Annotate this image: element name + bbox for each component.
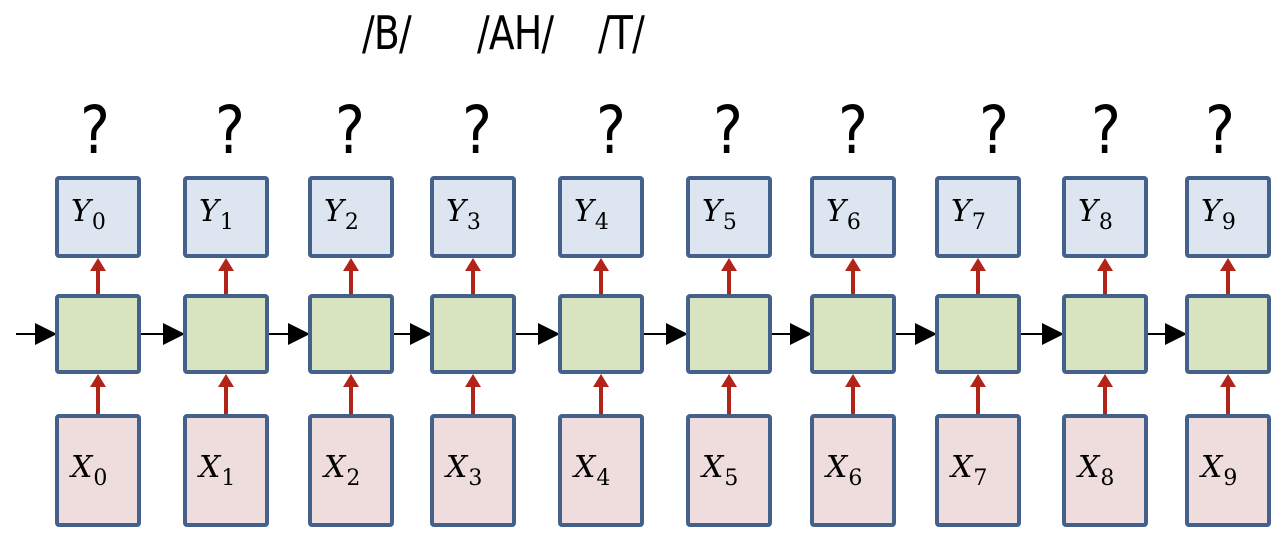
output-label-y5: Y5 bbox=[702, 194, 737, 235]
input-label-x9: X9 bbox=[1201, 450, 1238, 491]
recurrent-arrow-2 bbox=[269, 323, 310, 345]
hidden-to-output-arrow-0 bbox=[90, 258, 106, 296]
output-label-y9: Y9 bbox=[1201, 194, 1236, 235]
hidden-state-box-0 bbox=[55, 294, 141, 374]
output-box-y5 bbox=[686, 176, 772, 258]
prediction-question-mark-6: ? bbox=[838, 92, 868, 169]
input-box-x7 bbox=[935, 414, 1021, 527]
phoneme-label-ah: /AH/ bbox=[477, 6, 554, 60]
input-to-hidden-arrow-6 bbox=[845, 374, 861, 416]
phoneme-label-t: /T/ bbox=[598, 6, 645, 60]
hidden-state-box-3 bbox=[430, 294, 516, 374]
input-to-hidden-arrow-0 bbox=[90, 374, 106, 416]
input-to-hidden-arrow-3 bbox=[465, 374, 481, 416]
prediction-question-mark-2: ? bbox=[335, 92, 365, 169]
prediction-question-mark-7: ? bbox=[979, 92, 1009, 169]
hidden-state-box-7 bbox=[935, 294, 1021, 374]
hidden-state-box-4 bbox=[558, 294, 644, 374]
prediction-question-mark-0: ? bbox=[80, 92, 110, 169]
recurrent-arrow-3 bbox=[394, 323, 432, 345]
hidden-state-box-2 bbox=[308, 294, 394, 374]
output-label-y7: Y7 bbox=[951, 194, 986, 235]
hidden-state-box-9 bbox=[1185, 294, 1271, 374]
output-label-y0: Y0 bbox=[71, 194, 106, 235]
hidden-to-output-arrow-9 bbox=[1220, 258, 1236, 296]
input-to-hidden-arrow-1 bbox=[218, 374, 234, 416]
input-to-hidden-arrow-9 bbox=[1220, 374, 1236, 416]
recurrent-arrow-9 bbox=[1148, 323, 1187, 345]
output-label-y2: Y2 bbox=[324, 194, 359, 235]
hidden-to-output-arrow-8 bbox=[1097, 258, 1113, 296]
hidden-to-output-arrow-3 bbox=[465, 258, 481, 296]
output-label-y6: Y6 bbox=[826, 194, 861, 235]
prediction-question-mark-1: ? bbox=[215, 92, 245, 169]
input-box-x3 bbox=[430, 414, 516, 527]
prediction-question-mark-8: ? bbox=[1091, 92, 1121, 169]
recurrent-arrow-7 bbox=[896, 323, 937, 345]
output-label-y1: Y1 bbox=[199, 194, 234, 235]
input-label-x3: X3 bbox=[446, 450, 483, 491]
output-box-y7 bbox=[935, 176, 1021, 258]
hidden-to-output-arrow-4 bbox=[593, 258, 609, 296]
input-label-x1: X1 bbox=[199, 450, 236, 491]
output-label-y3: Y3 bbox=[446, 194, 481, 235]
output-box-y2 bbox=[308, 176, 394, 258]
recurrent-arrow-4 bbox=[516, 323, 560, 345]
output-label-y4: Y4 bbox=[574, 194, 609, 235]
hidden-to-output-arrow-7 bbox=[970, 258, 986, 296]
output-box-y9 bbox=[1185, 176, 1271, 258]
output-label-y8: Y8 bbox=[1078, 194, 1113, 235]
phoneme-labels: /B/ /AH/ /T/ bbox=[0, 6, 1286, 66]
hidden-state-box-1 bbox=[183, 294, 269, 374]
phoneme-label-b: /B/ bbox=[362, 6, 412, 60]
input-to-hidden-arrow-5 bbox=[721, 374, 737, 416]
input-label-x2: X2 bbox=[324, 450, 361, 491]
prediction-question-mark-9: ? bbox=[1205, 92, 1235, 169]
input-label-x5: X5 bbox=[702, 450, 739, 491]
hidden-to-output-arrow-5 bbox=[721, 258, 737, 296]
hidden-state-box-5 bbox=[686, 294, 772, 374]
output-box-y3 bbox=[430, 176, 516, 258]
input-box-x5 bbox=[686, 414, 772, 527]
output-box-y8 bbox=[1062, 176, 1148, 258]
recurrent-arrow-6 bbox=[772, 323, 812, 345]
input-box-x1 bbox=[183, 414, 269, 527]
hidden-to-output-arrow-6 bbox=[845, 258, 861, 296]
output-box-y6 bbox=[810, 176, 896, 258]
input-label-x0: X0 bbox=[71, 450, 108, 491]
input-label-x8: X8 bbox=[1078, 450, 1115, 491]
input-to-hidden-arrow-4 bbox=[593, 374, 609, 416]
input-box-x8 bbox=[1062, 414, 1148, 527]
input-to-hidden-arrow-8 bbox=[1097, 374, 1113, 416]
input-box-x0 bbox=[55, 414, 141, 527]
output-box-y1 bbox=[183, 176, 269, 258]
prediction-question-mark-5: ? bbox=[713, 92, 743, 169]
hidden-to-output-arrow-2 bbox=[343, 258, 359, 296]
input-box-x6 bbox=[810, 414, 896, 527]
output-box-y0 bbox=[55, 176, 141, 258]
input-to-hidden-arrow-2 bbox=[343, 374, 359, 416]
prediction-question-mark-3: ? bbox=[462, 92, 492, 169]
input-box-x4 bbox=[558, 414, 644, 527]
hidden-state-box-8 bbox=[1062, 294, 1148, 374]
output-box-y4 bbox=[558, 176, 644, 258]
prediction-question-mark-4: ? bbox=[596, 92, 626, 169]
input-label-x4: X4 bbox=[574, 450, 611, 491]
input-label-x6: X6 bbox=[826, 450, 863, 491]
input-box-x2 bbox=[308, 414, 394, 527]
input-label-x7: X7 bbox=[951, 450, 988, 491]
input-box-x9 bbox=[1185, 414, 1271, 527]
recurrent-arrow-1 bbox=[141, 323, 185, 345]
recurrent-arrow-8 bbox=[1021, 323, 1064, 345]
hidden-to-output-arrow-1 bbox=[218, 258, 234, 296]
input-to-hidden-arrow-7 bbox=[970, 374, 986, 416]
recurrent-arrow-0 bbox=[16, 323, 57, 345]
recurrent-arrow-5 bbox=[644, 323, 688, 345]
hidden-state-box-6 bbox=[810, 294, 896, 374]
